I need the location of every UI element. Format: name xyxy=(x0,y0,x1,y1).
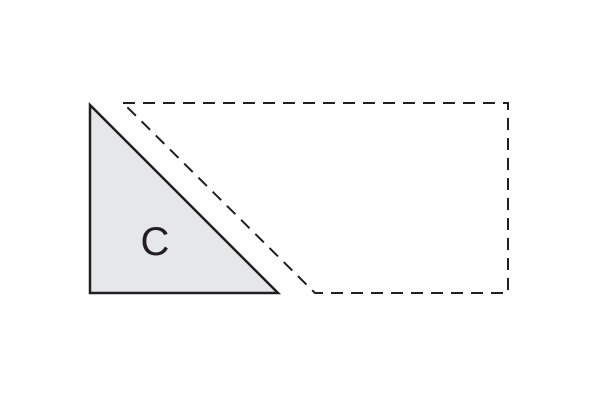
triangle-label: C xyxy=(141,220,170,264)
shaded-triangle-c xyxy=(88,101,282,295)
